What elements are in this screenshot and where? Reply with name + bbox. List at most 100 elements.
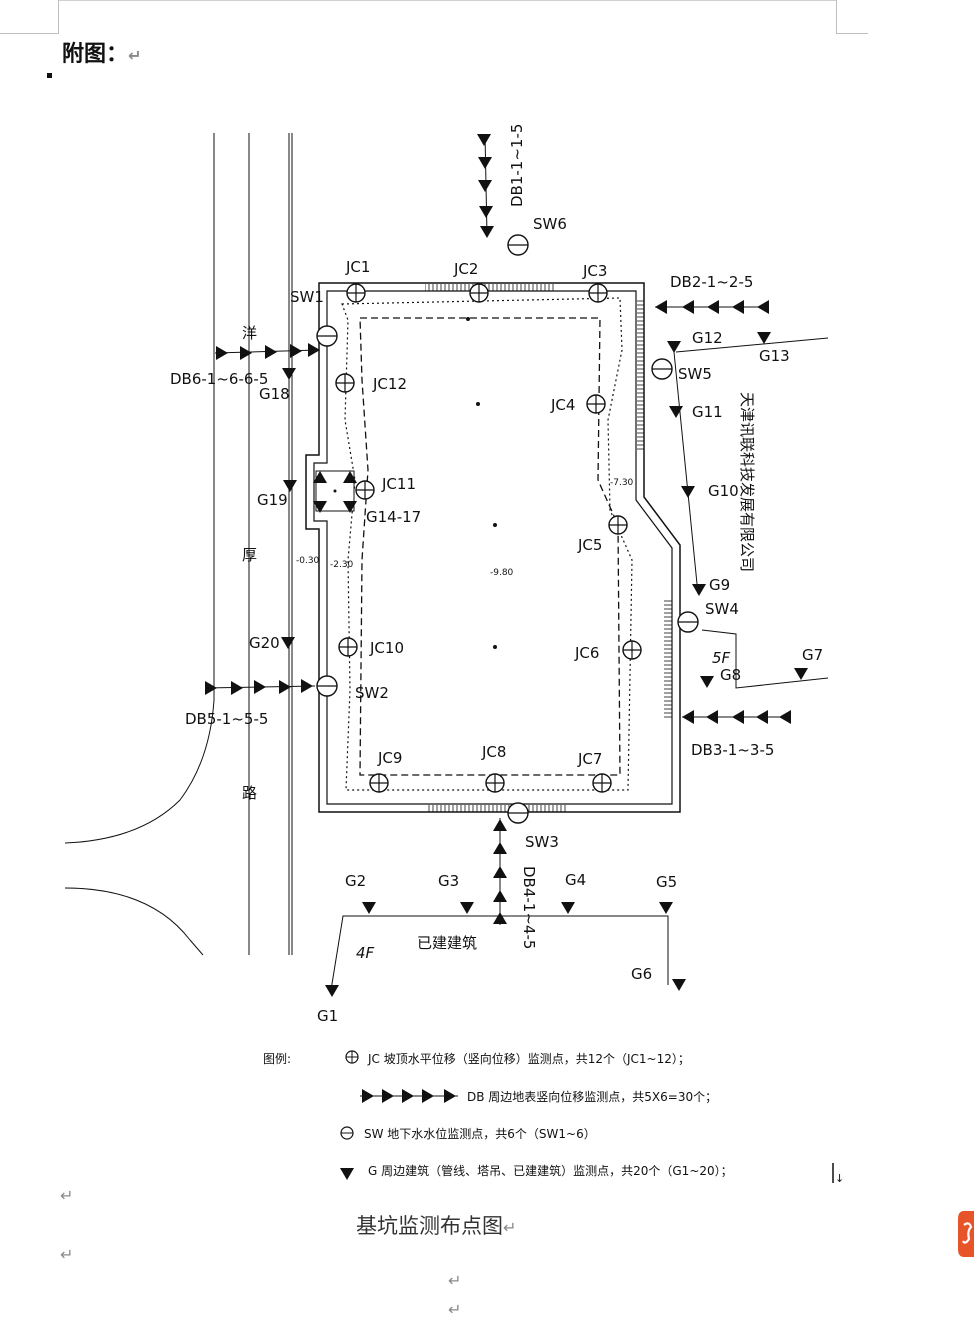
sw3-marker[interactable] (507, 802, 529, 824)
side-toolbar-tab[interactable] (958, 1211, 974, 1257)
g8-label: G8 (720, 666, 741, 684)
db2-label: DB2-1~2-5 (670, 273, 753, 291)
jc-points: JC1 JC2 JC3 JC4 JC5 JC6 JC7 JC8 JC9 JC10… (335, 258, 642, 793)
jc4-label: JC4 (550, 396, 575, 414)
elevation-tag-left-2: -2.30 (330, 560, 354, 570)
legend-g-text: G 周边建筑（管线、塔吊、已建建筑）监测点，共20个（G1~20）； (368, 1163, 733, 1178)
jc5-label: JC5 (577, 536, 602, 554)
db5-label: DB5-1~5-5 (185, 710, 268, 728)
sw6-label: SW6 (533, 215, 567, 233)
jc1-label: JC1 (345, 258, 370, 276)
end-mark: ↓ (835, 1172, 844, 1185)
jc8-marker[interactable] (485, 773, 505, 793)
sw1-marker[interactable] (316, 325, 338, 347)
g20-marker[interactable] (281, 637, 295, 649)
company-label: 天津讯联科技发展有限公司 (738, 392, 756, 572)
db1-label: DB1-1~1-5 (508, 124, 526, 207)
g3-marker[interactable] (460, 902, 474, 914)
jc2-marker[interactable] (469, 283, 489, 303)
jc11-label: JC11 (381, 475, 416, 493)
legend-title: 图例: (263, 1052, 291, 1066)
g12-marker[interactable] (667, 341, 681, 353)
db2-chain[interactable]: DB2-1~2-5 (655, 273, 769, 314)
elevation-tag-center: -9.80 (490, 568, 514, 578)
g18-label: G18 (259, 385, 290, 403)
g6-marker[interactable] (672, 979, 686, 991)
g14-17-label: G14-17 (366, 508, 421, 526)
road-label-char-1: 洋 (242, 324, 257, 342)
sw2-label: SW2 (355, 684, 389, 702)
g9-label: G9 (709, 576, 730, 594)
legend-jc-symbol (345, 1050, 359, 1064)
empty-paragraph-mark-3[interactable]: ↵ (448, 1271, 462, 1290)
jc10-label: JC10 (369, 639, 404, 657)
jc6-marker[interactable] (622, 640, 642, 660)
empty-paragraph-mark-2[interactable]: ↵ (60, 1245, 74, 1264)
legend-db-symbol (360, 1089, 458, 1103)
appendix-heading[interactable]: 附图：↵ (62, 36, 141, 68)
g2-marker[interactable] (362, 902, 376, 914)
jc9-marker[interactable] (369, 773, 389, 793)
road-label-char-3: 路 (242, 784, 257, 802)
g20-label: G20 (249, 634, 280, 652)
jc5-marker[interactable] (608, 515, 628, 535)
g6-label: G6 (631, 965, 652, 983)
road (64, 133, 293, 956)
elevation-tag-right: -7.30 (610, 478, 634, 488)
g2-label: G2 (345, 872, 366, 890)
g1-marker[interactable] (325, 985, 339, 997)
jc3-marker[interactable] (588, 283, 608, 303)
jc12-marker[interactable] (335, 373, 355, 393)
g11-marker[interactable] (669, 406, 683, 418)
g5-marker[interactable] (659, 902, 673, 914)
jc10-marker[interactable] (338, 637, 358, 657)
bullet-square (47, 73, 52, 78)
jc3-label: JC3 (582, 262, 607, 280)
g13-marker[interactable] (757, 332, 771, 344)
g4-label: G4 (565, 871, 586, 889)
db3-chain[interactable]: DB3-1~3-5 (682, 710, 791, 759)
g19-label: G19 (257, 491, 288, 509)
jc11-marker[interactable] (355, 480, 375, 500)
sw3-label: SW3 (525, 833, 559, 851)
empty-paragraph-mark-1[interactable]: ↵ (60, 1186, 74, 1205)
legend-sw-symbol (340, 1126, 354, 1140)
paragraph-mark: ↵ (128, 46, 142, 65)
jc4-marker[interactable] (586, 394, 606, 414)
legend-g-symbol (340, 1168, 354, 1180)
db1-chain[interactable]: DB1-1~1-5 (477, 124, 526, 238)
sw5-marker[interactable] (651, 358, 673, 380)
g10-marker[interactable] (681, 486, 695, 498)
appendix-label-text: 附图： (62, 41, 129, 67)
header-rule (58, 0, 836, 1)
jc12-label: JC12 (372, 375, 407, 393)
g12-label: G12 (692, 329, 723, 347)
sw4-marker[interactable] (677, 611, 699, 633)
db6-chain[interactable]: DB6-1~6-6-5 (170, 343, 320, 388)
jc7-marker[interactable] (592, 773, 612, 793)
g11-label: G11 (692, 403, 723, 421)
db4-label: DB4-1~4-5 (520, 866, 538, 949)
g8-marker[interactable] (700, 676, 714, 688)
empty-paragraph-mark-4[interactable]: ↵ (448, 1300, 462, 1319)
db4-chain[interactable]: DB4-1~4-5 (493, 818, 538, 949)
g7-marker[interactable] (794, 668, 808, 680)
sw6-marker[interactable] (507, 234, 529, 256)
sw4-label: SW4 (705, 600, 739, 618)
g5-label: G5 (656, 873, 677, 891)
legend-sw-text: SW 地下水水位监测点，共6个（SW1~6） (364, 1126, 596, 1141)
jc6-label: JC6 (574, 644, 599, 662)
company-label-text: 天津讯联科技发展有限公司 (738, 392, 756, 572)
db-chains: DB1-1~1-5 DB2-1~2-5 DB3-1~3-5 DB4-1~4-5 (170, 124, 791, 949)
db5-chain[interactable]: DB5-1~5-5 (185, 679, 316, 728)
g18-marker[interactable] (282, 368, 296, 380)
g9-marker[interactable] (692, 584, 706, 596)
g4-marker[interactable] (561, 902, 575, 914)
jc1-marker[interactable] (346, 283, 366, 303)
figure-caption[interactable]: 基坑监测布点图↵ (356, 1210, 516, 1240)
existing-building-label: 已建建筑 (417, 934, 477, 952)
sw2-marker[interactable] (316, 675, 338, 697)
g14-17-tower-crane[interactable] (313, 470, 357, 513)
sw-points: SW1 SW2 SW3 SW4 SW5 SW6 (290, 215, 739, 851)
